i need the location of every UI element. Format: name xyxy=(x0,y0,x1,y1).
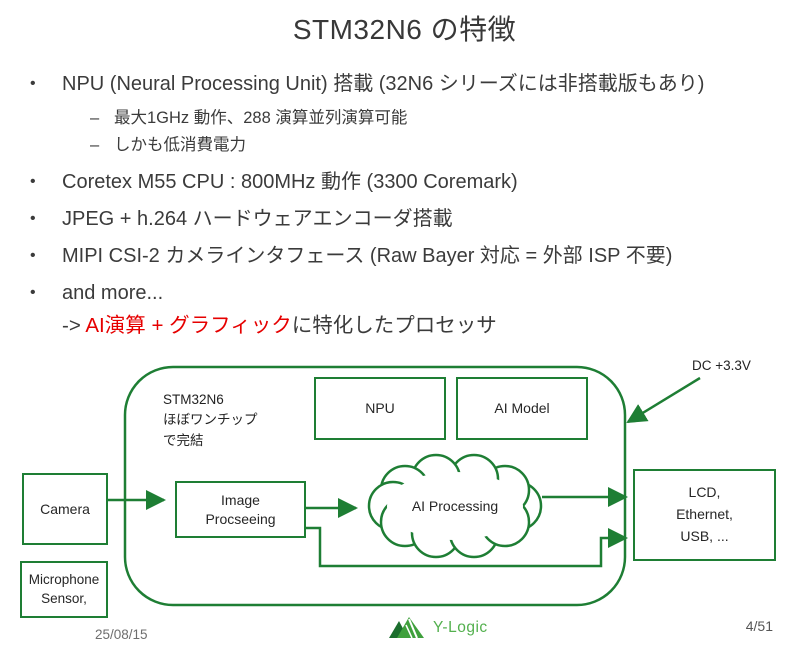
connector-arrows xyxy=(108,376,701,568)
dc-power-label: DC +3.3V xyxy=(692,358,751,373)
sub-bullet-item: – しかも低消費電力 xyxy=(90,133,802,158)
y-logic-logo: Y-Logic xyxy=(388,616,488,639)
bullet-text: NPU (Neural Processing Unit) 搭載 (32N6 シリ… xyxy=(62,73,705,95)
sub-bullet-marker: – xyxy=(90,109,100,127)
conclusion-line: -> AI演算 + グラフィックに特化したプロセッサ xyxy=(62,312,802,340)
bullet-text: JPEG + h.264 ハードウェアエンコーダ搭載 xyxy=(62,208,453,230)
page-title: STM32N6 の特徴 xyxy=(292,14,517,45)
ai-processing-label: AI Processing xyxy=(411,498,499,514)
bullet-item: • NPU (Neural Processing Unit) 搭載 (32N6 … xyxy=(30,70,802,98)
arrow-image-bypass-to-outputs xyxy=(306,526,628,568)
sub-bullet-marker: – xyxy=(90,136,100,154)
conclusion-arrow: -> xyxy=(62,314,86,337)
npu-box: NPU xyxy=(314,377,446,440)
bullet-marker: • xyxy=(30,210,36,227)
conclusion-highlight: AI演算 + グラフィック xyxy=(85,314,292,337)
arrow-dc-power xyxy=(626,376,701,424)
bullet-item: • JPEG + h.264 ハードウェアエンコーダ搭載 xyxy=(30,205,802,233)
bullet-marker: • xyxy=(30,247,36,264)
camera-box: Camera xyxy=(22,473,108,545)
bullet-list: • NPU (Neural Processing Unit) 搭載 (32N6 … xyxy=(30,70,802,340)
image-processing-box: Image Procseeing xyxy=(175,481,306,538)
sub-bullet-text: 最大1GHz 動作、288 演算並列演算可能 xyxy=(114,109,408,127)
bullet-text: and more... xyxy=(62,282,164,304)
chip-label: STM32N6 ほぼワンチップ で完結 xyxy=(163,392,258,448)
bullet-marker: • xyxy=(30,173,36,190)
bullet-text: MIPI CSI-2 カメラインタフェース (Raw Bayer 対応 = 外部… xyxy=(62,245,673,267)
ai-processing-cloud xyxy=(367,453,543,559)
bullet-item: • MIPI CSI-2 カメラインタフェース (Raw Bayer 対応 = … xyxy=(30,242,802,270)
sub-bullet-text: しかも低消費電力 xyxy=(114,136,246,154)
outputs-box: LCD, Ethernet, USB, ... xyxy=(633,469,776,561)
logo-text: Y-Logic xyxy=(433,618,488,636)
bullet-text: Coretex M55 CPU : 800MHz 動作 (3300 Corema… xyxy=(62,171,518,193)
chip-boundary xyxy=(123,365,627,607)
mountain-logo-icon xyxy=(389,617,424,639)
page-number: 4/51 xyxy=(745,618,773,634)
conclusion-rest: に特化したプロセッサ xyxy=(291,314,497,337)
sub-bullet-item: – 最大1GHz 動作、288 演算並列演算可能 xyxy=(90,106,802,131)
bullet-marker: • xyxy=(30,284,36,301)
ai-model-box: AI Model xyxy=(456,377,588,440)
bullet-item: • and more... xyxy=(30,279,802,307)
bullet-marker: • xyxy=(30,75,36,92)
footer-date: 25/08/15 xyxy=(95,627,148,642)
bullet-item: • Coretex M55 CPU : 800MHz 動作 (3300 Core… xyxy=(30,168,802,196)
microphone-sensor-box: Microphone Sensor, xyxy=(20,561,108,618)
